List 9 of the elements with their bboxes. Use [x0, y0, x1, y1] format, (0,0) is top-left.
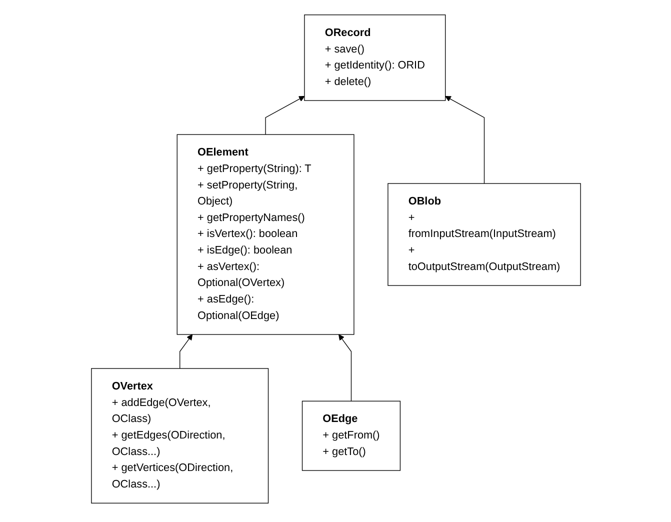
node-box: OBlob + fromInputStream(InputStream) + toOutputStream(OutputStream) [387, 182, 580, 286]
arrow [179, 334, 192, 368]
arrow [444, 95, 484, 184]
arrow [264, 95, 304, 134]
arrow [338, 334, 352, 401]
node-box: OVertex + addEdge(OVertex, OClass) + getEdges(ODirection, OClass...) + getVertices(ODirection, OClass...) [90, 368, 268, 503]
node-box: OEdge + getFrom() + getTo() [301, 400, 400, 470]
node-box: OElement + getProperty(String): T + setProperty(String, Object) + getPropertyNames() + isVertex(): boolean + isEdge(): boolean + asVertex(): Optional(OVertex) + asEdge(): Optional(OEdge) [176, 134, 354, 334]
node-box: ORecord + save() + getIdentity(): ORID + delete() [304, 14, 446, 100]
